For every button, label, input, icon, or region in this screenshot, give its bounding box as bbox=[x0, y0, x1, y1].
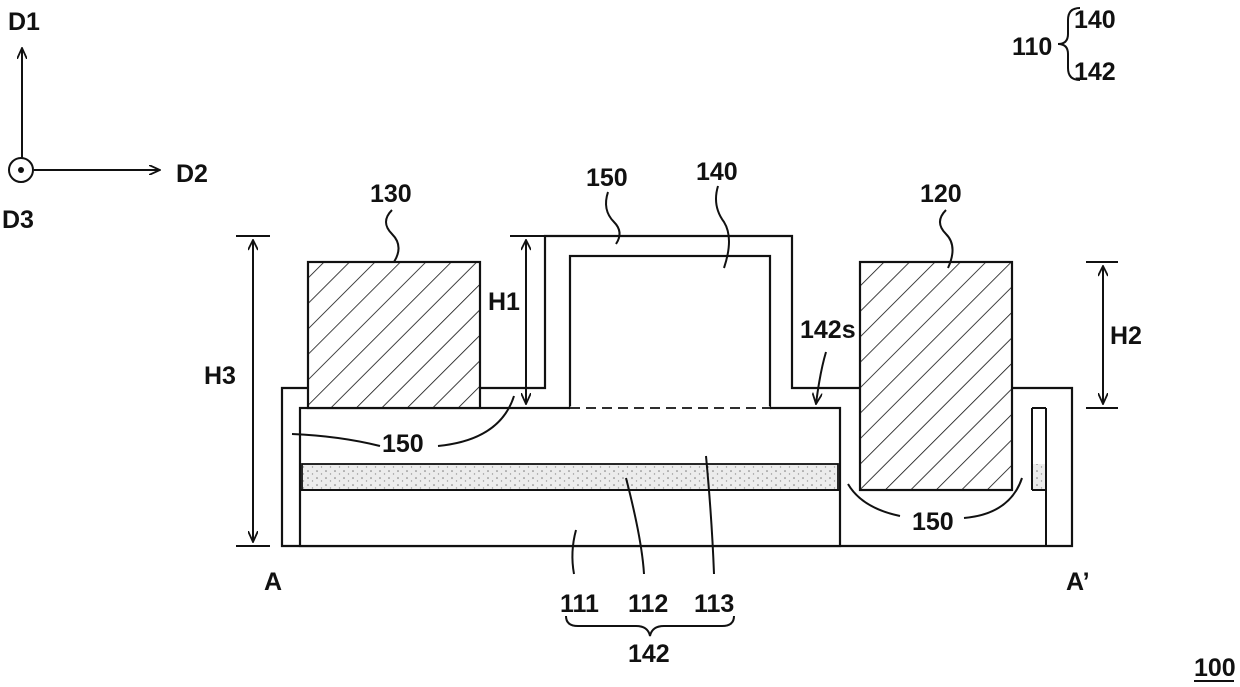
label-a: A bbox=[264, 568, 282, 596]
axes-group: D1 D2 D3 bbox=[2, 8, 208, 234]
leader-120 bbox=[940, 210, 953, 268]
legend-item-bottom: 142 bbox=[1074, 58, 1116, 86]
label-120: 120 bbox=[920, 180, 962, 208]
label-142s: 142s bbox=[800, 316, 856, 344]
axis-label-d3: D3 bbox=[2, 206, 34, 234]
legend-group: 110 140 142 bbox=[1012, 6, 1116, 86]
label-112: 112 bbox=[628, 590, 668, 618]
axis-label-d2: D2 bbox=[176, 160, 208, 188]
fin-140 bbox=[570, 256, 770, 408]
label-140: 140 bbox=[696, 158, 738, 186]
label-150-top: 150 bbox=[586, 164, 628, 192]
dimension-h1: H1 bbox=[488, 236, 544, 404]
dimension-h2: H2 bbox=[1086, 262, 1142, 408]
dim-label-h3: H3 bbox=[204, 362, 236, 390]
d3-dot-icon bbox=[18, 167, 24, 173]
label-130: 130 bbox=[370, 180, 412, 208]
label-a-prime: A’ bbox=[1066, 568, 1090, 596]
label-142: 142 bbox=[628, 640, 670, 668]
layer-112 bbox=[302, 464, 838, 490]
label-150-left: 150 bbox=[382, 430, 424, 458]
dim-label-h1: H1 bbox=[488, 288, 520, 316]
leader-130 bbox=[386, 210, 399, 262]
figure-ref-label: 100 bbox=[1194, 654, 1236, 682]
label-150-right: 150 bbox=[912, 508, 954, 536]
dim-label-h2: H2 bbox=[1110, 322, 1142, 350]
dimension-h3: H3 bbox=[204, 236, 270, 546]
bottom-brace-icon bbox=[566, 616, 734, 636]
axis-label-d1: D1 bbox=[8, 8, 40, 36]
legend-group-label: 110 bbox=[1012, 33, 1052, 61]
legend-item-top: 140 bbox=[1074, 6, 1116, 34]
label-111: 111 bbox=[560, 590, 599, 618]
right-layer-112-stub bbox=[1033, 464, 1045, 490]
label-113: 113 bbox=[694, 590, 734, 618]
block-130 bbox=[308, 262, 480, 408]
block-120 bbox=[860, 262, 1012, 490]
